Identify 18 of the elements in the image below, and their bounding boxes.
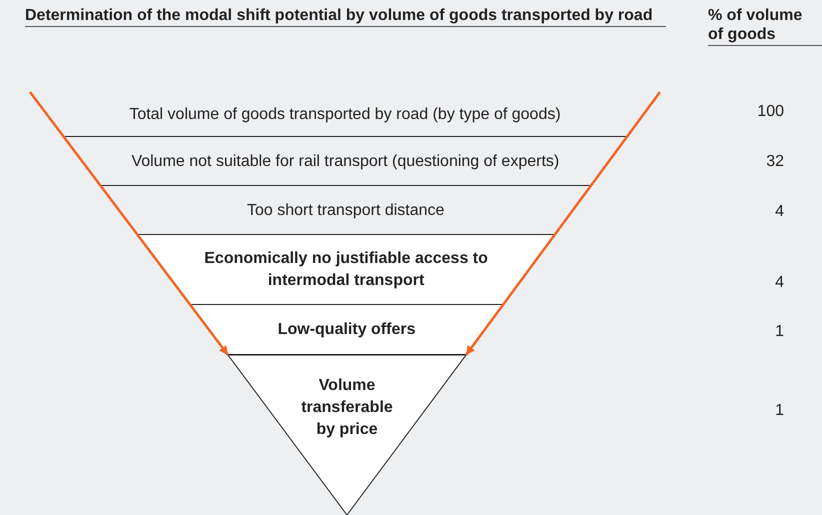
band-label: Economically no justifiable access to intermodal transport: [203, 249, 489, 291]
band-label: Low-quality offers: [278, 320, 416, 340]
arrow: [465, 91, 661, 356]
arrow: [29, 91, 229, 356]
funnel-band: [138, 235, 554, 305]
funnel-band: [190, 305, 503, 355]
percentage-value: 32: [765, 152, 784, 172]
band-label: Volume transferable by price: [300, 376, 394, 440]
band-label: Volume not suitable for rail transport (questioning of experts): [131, 152, 560, 172]
percentage-value: 1: [774, 401, 784, 421]
band-label: Total volume of goods transported by road (by type of goods): [129, 104, 561, 124]
percentage-value: 4: [774, 273, 784, 293]
percentage-value: 1: [774, 322, 784, 342]
percentage-value: 4: [774, 202, 784, 222]
column-heading: % of volume of goods: [708, 6, 822, 46]
diagram-title: Determination of the modal shift potential by volume of goods transported by road: [25, 6, 666, 27]
percentage-value: 100: [756, 102, 784, 122]
band-label: Too short transport distance: [246, 200, 444, 220]
